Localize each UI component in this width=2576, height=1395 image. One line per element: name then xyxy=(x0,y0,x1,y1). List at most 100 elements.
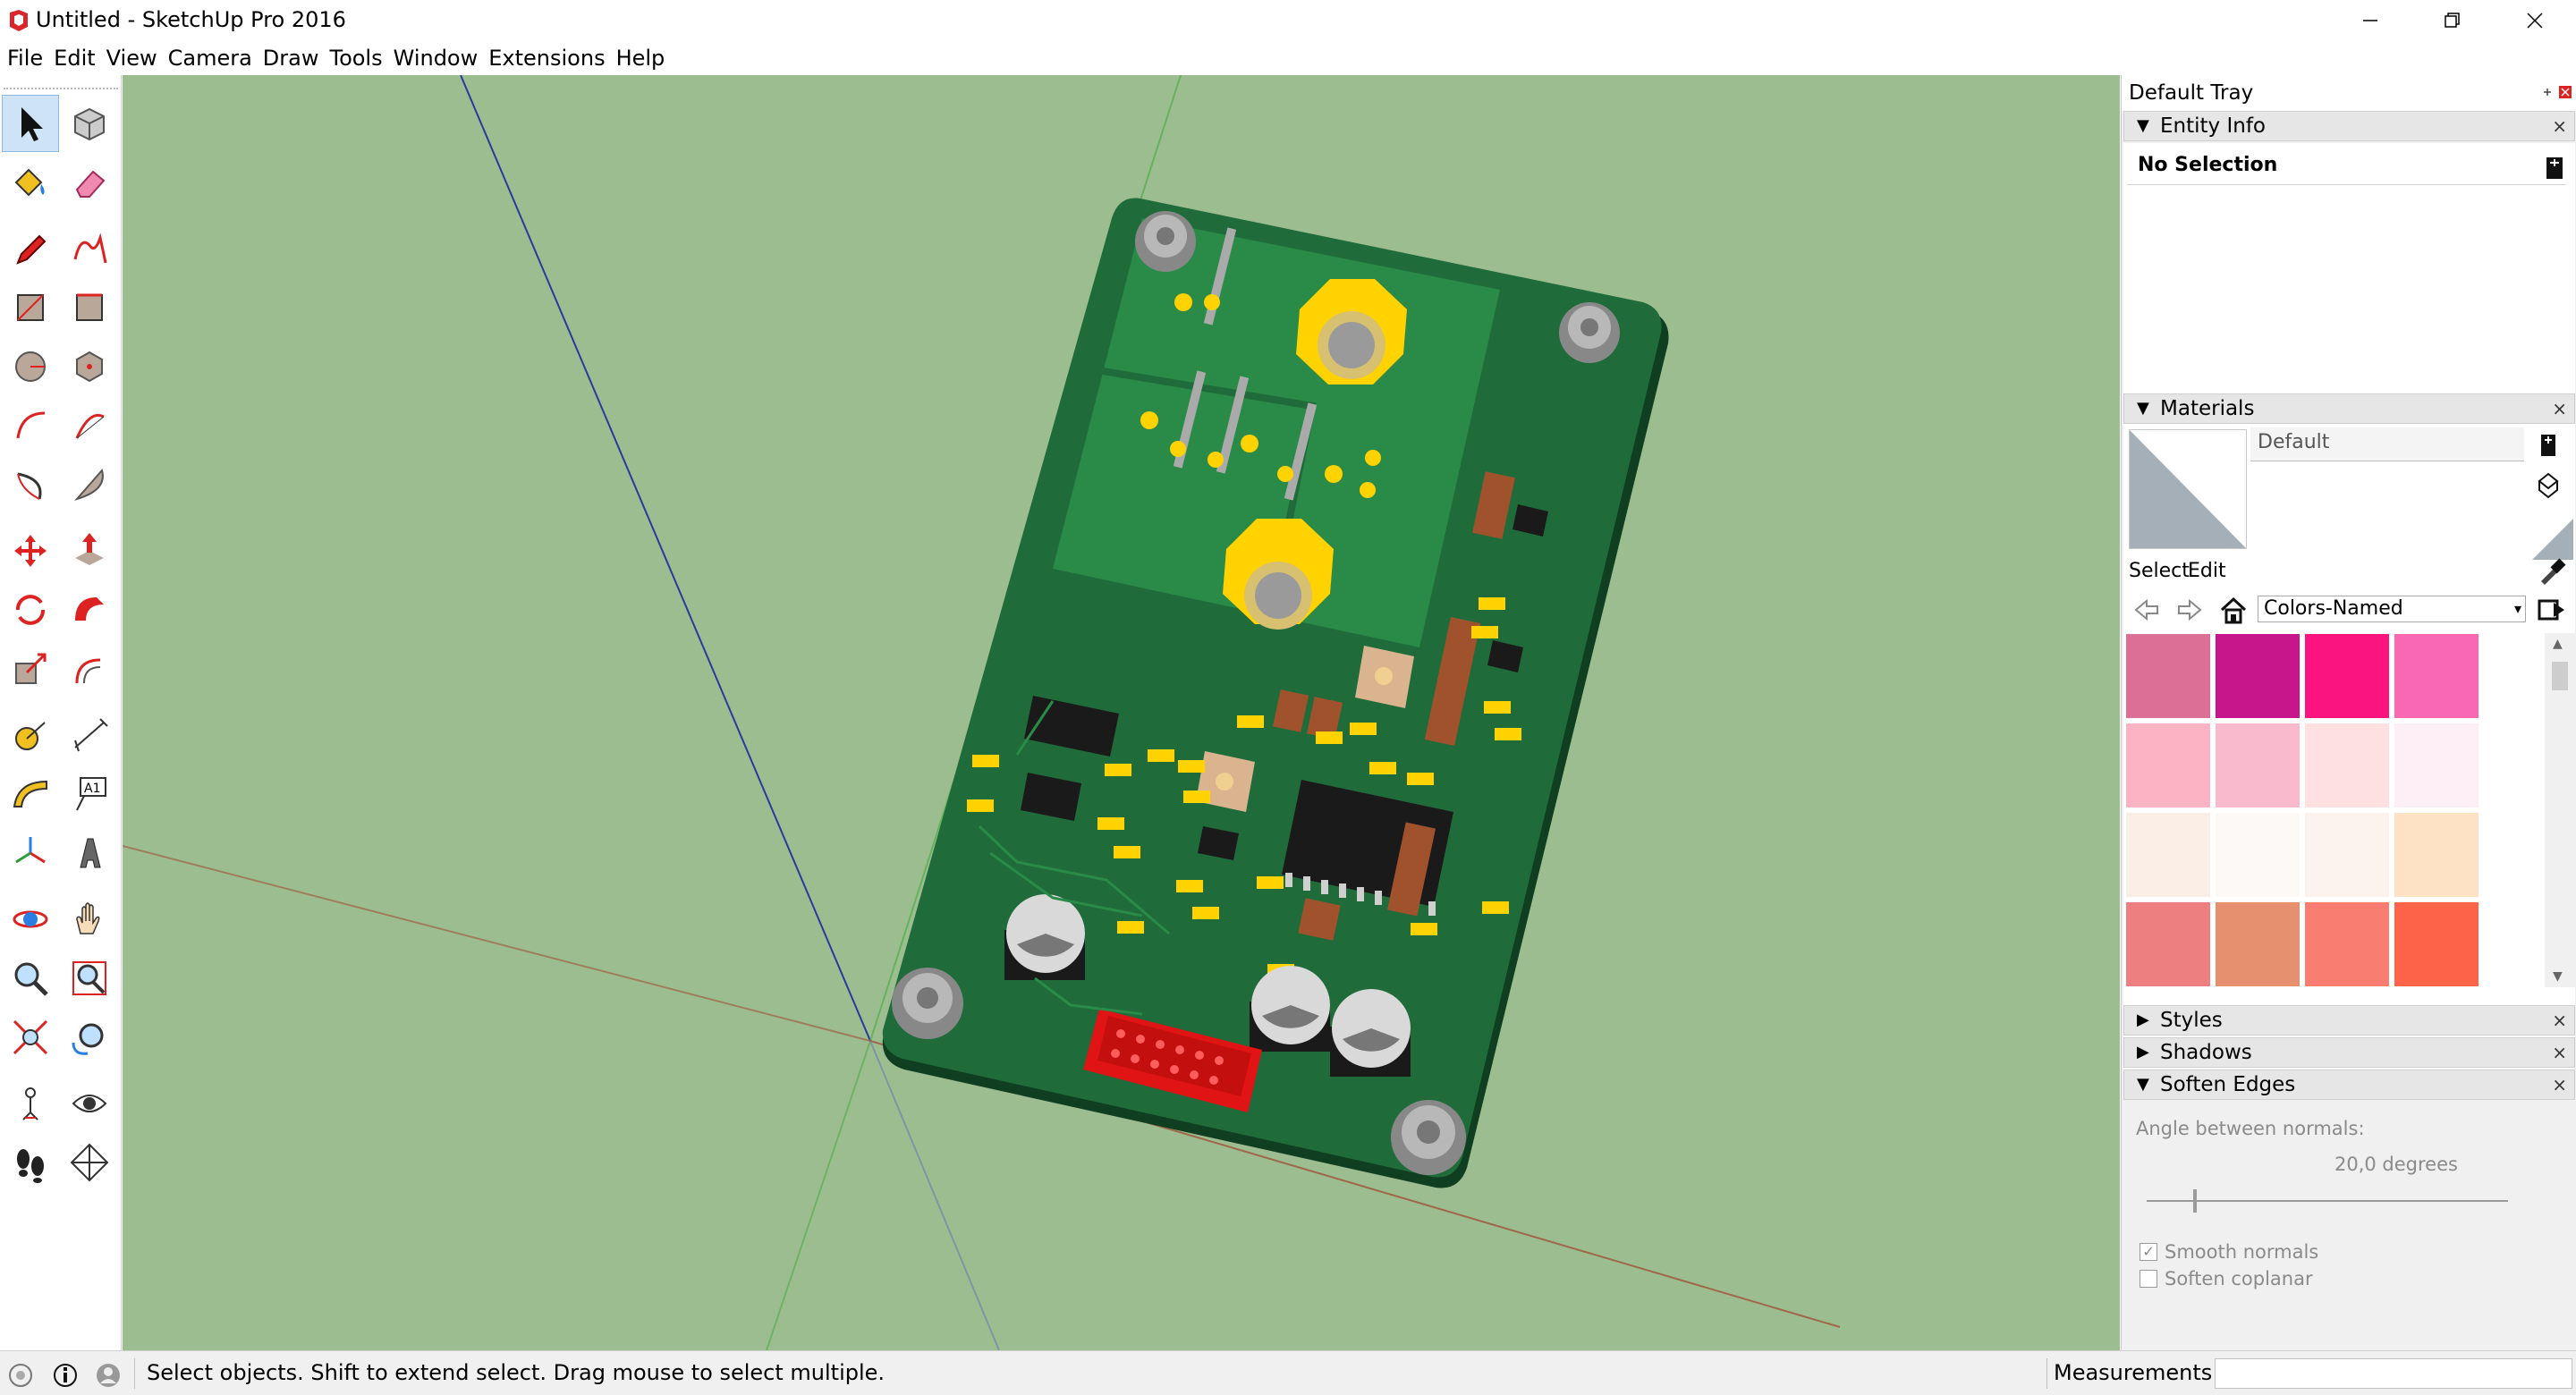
angle-slider-thumb[interactable] xyxy=(2193,1189,2197,1213)
paint-bucket-icon[interactable] xyxy=(2534,470,2563,499)
smooth-normals-checkbox[interactable]: ✓ xyxy=(2140,1243,2157,1261)
angle-slider-track[interactable] xyxy=(2147,1200,2508,1202)
menu-view[interactable]: View xyxy=(106,46,157,71)
push-pull-tool[interactable] xyxy=(61,522,118,579)
create-material-icon[interactable] xyxy=(2534,431,2563,460)
move-tool[interactable] xyxy=(2,522,59,579)
eyedropper-icon[interactable] xyxy=(2536,556,2566,587)
shadows-panel-header[interactable]: ▶ Shadows × xyxy=(2123,1037,2575,1068)
walk-tool[interactable] xyxy=(2,1134,59,1191)
freehand-tool[interactable] xyxy=(61,220,118,277)
material-swatch[interactable] xyxy=(2304,901,2390,987)
eraser-tool[interactable] xyxy=(61,154,118,211)
home-icon[interactable] xyxy=(2218,596,2249,626)
styles-panel-header[interactable]: ▶ Styles × xyxy=(2123,1005,2575,1036)
toolbar-grip[interactable] xyxy=(4,88,118,91)
menu-edit[interactable]: Edit xyxy=(54,46,96,71)
material-swatch[interactable] xyxy=(2394,812,2479,898)
text-tool[interactable]: A1 xyxy=(61,765,118,823)
select-tool[interactable] xyxy=(2,95,59,152)
entity-info-panel-header[interactable]: ▼ Entity Info × xyxy=(2123,111,2575,141)
pan-tool[interactable] xyxy=(61,891,118,948)
three-point-arc-tool[interactable] xyxy=(2,456,59,513)
material-swatch[interactable] xyxy=(2394,901,2479,987)
materials-panel-header[interactable]: ▼ Materials × xyxy=(2123,393,2575,424)
scroll-down-icon[interactable]: ▼ xyxy=(2553,969,2563,984)
user-account-icon[interactable] xyxy=(95,1362,122,1389)
geo-location-icon[interactable] xyxy=(7,1362,34,1389)
rotate-tool[interactable] xyxy=(2,581,59,638)
material-swatch[interactable] xyxy=(2304,633,2390,719)
position-camera-tool[interactable] xyxy=(2,1075,59,1132)
material-swatch[interactable] xyxy=(2215,633,2301,719)
polygon-tool[interactable] xyxy=(61,338,118,395)
arc-tool[interactable] xyxy=(2,397,59,454)
dimension-tool[interactable] xyxy=(61,706,118,764)
tab-select[interactable]: Select xyxy=(2129,560,2190,582)
close-panel-icon[interactable]: × xyxy=(2552,398,2567,419)
tab-edit[interactable]: Edit xyxy=(2188,560,2226,579)
menu-help[interactable]: Help xyxy=(615,46,665,71)
back-arrow-icon[interactable] xyxy=(2134,599,2159,621)
circle-tool[interactable] xyxy=(2,338,59,395)
close-panel-icon[interactable]: × xyxy=(2552,1042,2567,1063)
scrollbar-thumb[interactable] xyxy=(2552,662,2568,690)
material-swatch[interactable] xyxy=(2394,723,2479,808)
protractor-tool[interactable] xyxy=(2,765,59,823)
measurements-input[interactable] xyxy=(2215,1358,2572,1389)
tape-measure-tool[interactable] xyxy=(2,706,59,764)
close-panel-icon[interactable]: × xyxy=(2552,1074,2567,1095)
material-swatch[interactable] xyxy=(2215,723,2301,808)
section-plane-tool[interactable] xyxy=(61,1134,118,1191)
material-swatch[interactable] xyxy=(2125,901,2211,987)
close-panel-icon[interactable]: × xyxy=(2552,115,2567,137)
soften-coplanar-checkbox[interactable] xyxy=(2140,1270,2157,1288)
minimize-button[interactable] xyxy=(2329,0,2411,41)
pencil-tool[interactable] xyxy=(2,220,59,277)
material-swatch[interactable] xyxy=(2304,723,2390,808)
material-swatch[interactable] xyxy=(2125,723,2211,808)
zoom-window-tool[interactable] xyxy=(61,950,118,1007)
material-swatch[interactable] xyxy=(2125,633,2211,719)
close-tray-icon[interactable] xyxy=(2559,86,2572,98)
offset-tool[interactable] xyxy=(61,640,118,698)
material-swatch[interactable] xyxy=(2304,812,2390,898)
3d-text-tool[interactable] xyxy=(61,824,118,882)
menu-extensions[interactable]: Extensions xyxy=(488,46,606,71)
material-name-field[interactable]: Default xyxy=(2250,427,2524,461)
info-icon[interactable] xyxy=(52,1362,79,1389)
swatch-scrollbar[interactable]: ▲ ▼ xyxy=(2545,633,2575,987)
rectangle-tool[interactable] xyxy=(2,279,59,336)
close-panel-icon[interactable]: × xyxy=(2552,1010,2567,1031)
zoom-extents-tool[interactable] xyxy=(2,1009,59,1066)
look-around-tool[interactable] xyxy=(61,1075,118,1132)
material-swatch[interactable] xyxy=(2215,901,2301,987)
restore-button[interactable] xyxy=(2411,0,2494,41)
paint-bucket-tool[interactable] xyxy=(2,154,59,211)
follow-me-tool[interactable] xyxy=(61,581,118,638)
menu-window[interactable]: Window xyxy=(393,46,479,71)
scale-tool[interactable] xyxy=(2,640,59,698)
component-tool[interactable] xyxy=(61,95,118,152)
previous-view-tool[interactable] xyxy=(61,1009,118,1066)
collection-select[interactable]: Colors-Named ▾ xyxy=(2258,596,2526,622)
forward-arrow-icon[interactable] xyxy=(2177,599,2202,621)
zoom-tool[interactable] xyxy=(2,950,59,1007)
material-swatch[interactable] xyxy=(2394,633,2479,719)
material-swatch[interactable] xyxy=(2215,812,2301,898)
menu-camera[interactable]: Camera xyxy=(167,46,252,71)
scroll-up-icon[interactable]: ▲ xyxy=(2553,637,2563,651)
soften-edges-panel-header[interactable]: ▼ Soften Edges × xyxy=(2123,1070,2575,1100)
rotated-rectangle-tool[interactable] xyxy=(61,279,118,336)
menu-tools[interactable]: Tools xyxy=(329,46,383,71)
pie-tool[interactable] xyxy=(61,456,118,513)
close-button[interactable] xyxy=(2494,0,2576,41)
two-point-arc-tool[interactable] xyxy=(61,397,118,454)
orbit-tool[interactable] xyxy=(2,891,59,948)
toggle-details-icon[interactable] xyxy=(2545,156,2564,181)
model-viewport[interactable] xyxy=(123,75,2120,1350)
menu-draw[interactable]: Draw xyxy=(262,46,319,71)
material-swatch[interactable] xyxy=(2125,812,2211,898)
axes-tool[interactable] xyxy=(2,824,59,882)
details-arrow-icon[interactable] xyxy=(2538,597,2566,622)
